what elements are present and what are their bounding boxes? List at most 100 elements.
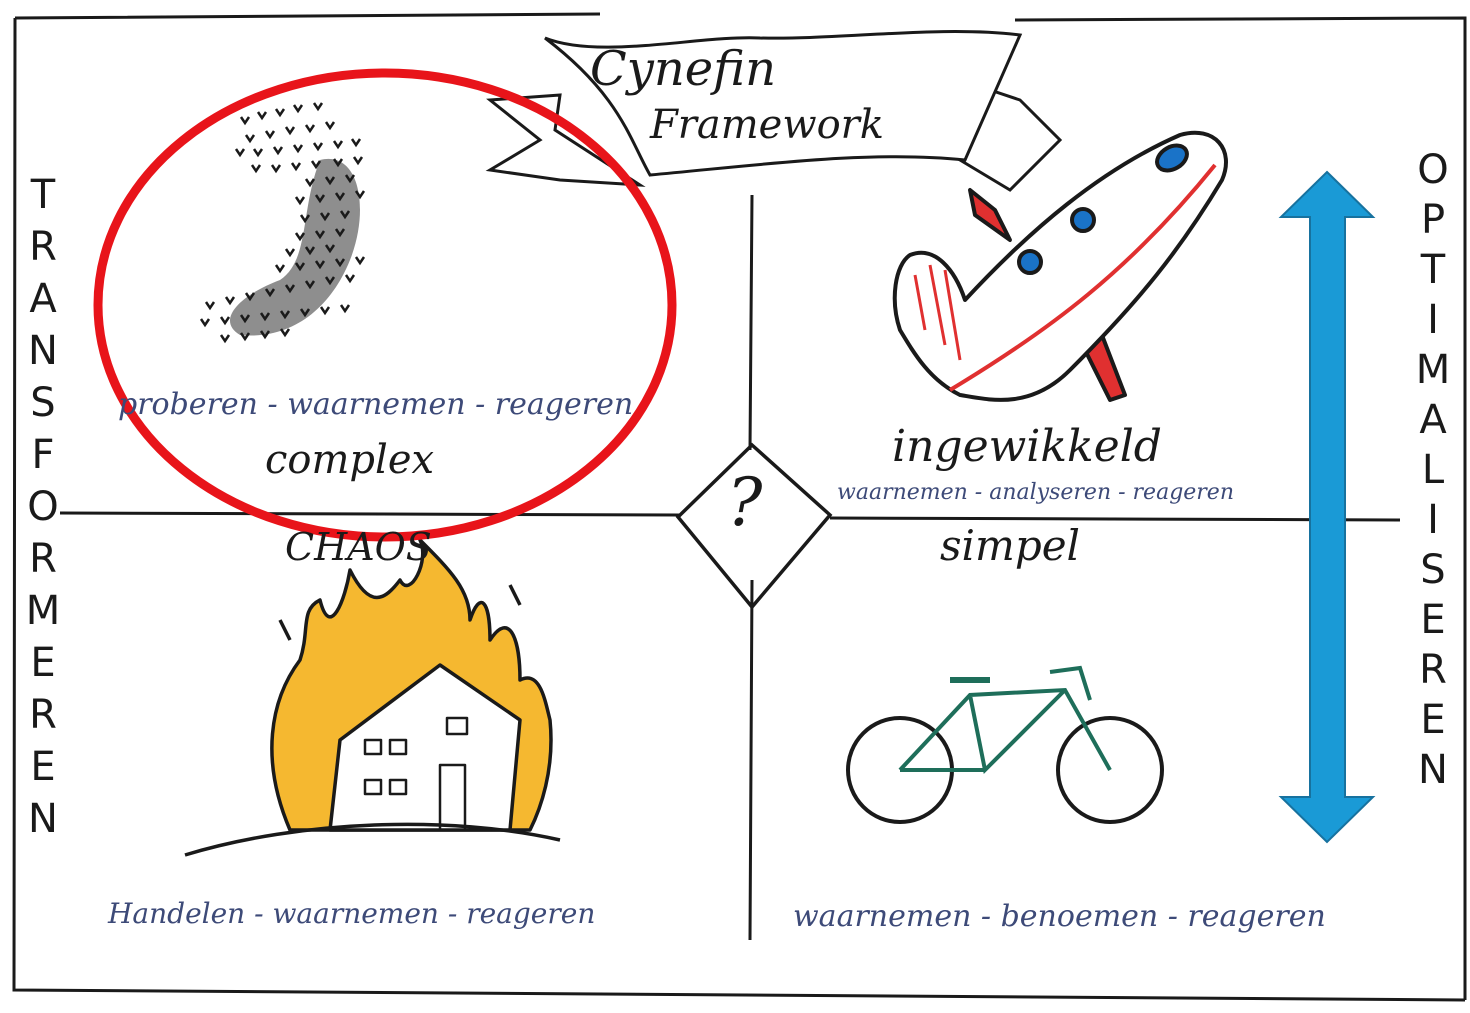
bird-mark: [354, 190, 366, 200]
chaos-actions: Handelen - waarnemen - reageren: [108, 897, 596, 930]
bird-mark: [319, 212, 331, 222]
bird-mark: [204, 301, 216, 311]
bird-mark: [252, 148, 264, 158]
axis-letter: E: [30, 640, 56, 686]
title-line-1: Cynefin: [590, 41, 777, 97]
bird-mark: [292, 104, 304, 114]
center-diamond: [675, 442, 833, 610]
bird-mark: [344, 274, 356, 284]
axis-letter: I: [1427, 297, 1439, 343]
title-line-2: Framework: [650, 102, 885, 148]
bird-mark: [272, 146, 284, 156]
bird-mark: [334, 228, 346, 238]
bird-mark: [324, 276, 336, 286]
outer-frame: [12, 12, 1467, 1002]
axis-letter: I: [1427, 497, 1439, 543]
bird-mark: [294, 196, 306, 206]
bird-mark: [324, 121, 336, 131]
axis-letter: S: [30, 380, 56, 426]
bird-mark: [324, 176, 336, 186]
complex-label: complex: [265, 437, 435, 483]
complicated-actions: waarnemen - analyseren - reageren: [837, 480, 1234, 505]
axis-letter: M: [25, 588, 61, 634]
bird-mark: [264, 288, 276, 298]
bird-mark: [334, 258, 346, 268]
bicycle-icon: [846, 665, 1164, 824]
axis-letter: N: [28, 796, 58, 842]
axis-letter: E: [30, 744, 56, 790]
bird-mark: [332, 140, 344, 150]
complicated-label: ingewikkeld: [892, 421, 1162, 472]
bird-mark: [314, 230, 326, 240]
question-mark: ?: [727, 464, 763, 541]
bird-mark: [199, 318, 211, 328]
bird-mark: [304, 178, 316, 188]
bird-mark: [244, 292, 256, 302]
bird-mark: [279, 310, 291, 320]
axis-letter: T: [1420, 247, 1446, 293]
bird-mark: [354, 256, 366, 266]
bird-mark: [274, 108, 286, 118]
bird-mark: [259, 330, 271, 340]
bird-mark: [292, 144, 304, 154]
axis-letter: F: [31, 432, 55, 478]
complex-actions: proberen - waarnemen - reageren: [118, 387, 634, 422]
bird-mark: [219, 334, 231, 344]
bird-mark: [319, 306, 331, 316]
bird-mark: [294, 262, 306, 272]
axis-letter: M: [1415, 347, 1451, 393]
bird-mark: [256, 111, 268, 121]
axis-letter: O: [27, 484, 59, 530]
axis-letter: T: [30, 172, 56, 218]
bird-mark: [224, 296, 236, 306]
axis-letter: E: [1420, 597, 1446, 643]
bird-mark: [350, 138, 362, 148]
bird-mark: [334, 192, 346, 202]
axis-letter: A: [29, 276, 57, 322]
bird-mark: [339, 210, 351, 220]
axis-letter: A: [1419, 397, 1447, 443]
bird-mark: [299, 214, 311, 224]
bird-mark: [304, 246, 316, 256]
axis-letter: L: [1421, 447, 1445, 493]
bird-mark: [274, 264, 286, 274]
bird-mark: [234, 148, 246, 158]
axis-letter: O: [1417, 147, 1449, 193]
bird-mark: [250, 164, 262, 174]
axis-letter: R: [29, 536, 57, 582]
burning-house-icon: [184, 538, 561, 857]
bird-mark: [270, 164, 282, 174]
flock-of-birds-icon: [199, 102, 366, 344]
bird-mark: [339, 304, 351, 314]
bird-mark: [290, 162, 302, 172]
axis-letter: N: [1418, 747, 1448, 793]
simple-actions: waarnemen - benoemen - reageren: [793, 899, 1326, 934]
axis-letter: R: [1419, 647, 1447, 693]
quadrant-axes: [59, 194, 1401, 941]
airplane-icon: [892, 130, 1228, 402]
bird-mark: [312, 142, 324, 152]
axis-letter: R: [29, 692, 57, 738]
title-banner: [485, 30, 1063, 192]
bird-mark: [239, 116, 251, 126]
bird-mark: [264, 130, 276, 140]
bird-mark: [284, 284, 296, 294]
bird-mark: [324, 244, 336, 254]
axis-letter: R: [29, 224, 57, 270]
chaos-label: CHAOS: [285, 525, 432, 569]
bird-mark: [284, 126, 296, 136]
bird-mark: [304, 124, 316, 134]
axis-letter: E: [1420, 697, 1446, 743]
bird-mark: [352, 156, 364, 166]
bird-mark: [294, 232, 306, 242]
axis-letter: S: [1420, 547, 1446, 593]
bird-mark: [239, 314, 251, 324]
bird-mark: [284, 248, 296, 258]
axis-letter: P: [1420, 197, 1446, 243]
axis-letter: N: [28, 328, 58, 374]
bird-mark: [304, 280, 316, 290]
bird-mark: [344, 174, 356, 184]
